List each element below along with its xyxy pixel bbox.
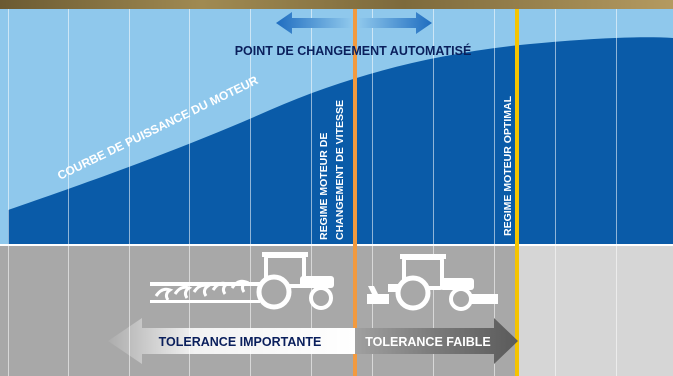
tolerance-low-label: TOLERANCE FAIBLE <box>365 335 490 349</box>
tolerance-right-arrow <box>355 318 518 364</box>
tractor-plough-icon <box>150 252 334 310</box>
shift-point-label: POINT DE CHANGEMENT AUTOMATISÉ <box>235 43 472 58</box>
tractor-mower-icon <box>367 254 498 311</box>
lower-panel-light <box>517 245 673 376</box>
power-curve-area <box>8 37 673 245</box>
shift-point-arrow <box>276 12 432 34</box>
tolerance-left-arrow <box>108 318 355 364</box>
optimal-rpm-line <box>515 9 519 376</box>
grid-lines <box>8 9 617 376</box>
tolerance-high-label: TOLERANCE IMPORTANTE <box>159 335 322 349</box>
shift-rpm-line <box>353 9 357 376</box>
shift-rpm-label-line2: CHANGEMENT DE VITESSE <box>334 100 346 240</box>
optimal-rpm-label: REGIME MOTEUR OPTIMAL <box>502 95 514 236</box>
panel-separator <box>0 244 673 246</box>
shift-rpm-label-line1: REGIME MOTEUR DE <box>318 133 330 240</box>
field-photo-strip <box>0 0 673 9</box>
